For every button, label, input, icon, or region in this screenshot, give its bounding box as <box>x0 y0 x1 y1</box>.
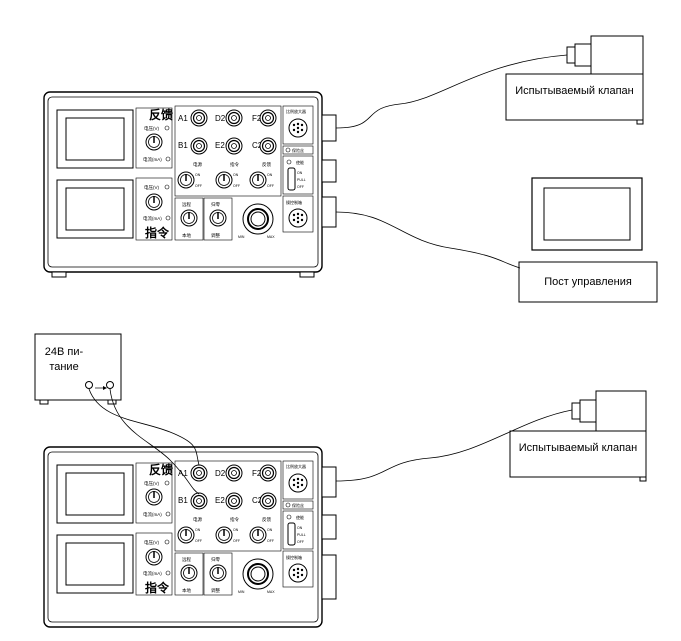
off-label-1: OFF <box>195 184 202 188</box>
port-f2-label: F2 <box>252 114 262 123</box>
device-top: 反馈 电压(V) 电流(mA) 电压(V) 电流(mA) 指令 A1 D2 F2… <box>43 91 337 278</box>
on-label-4: ON <box>297 171 303 175</box>
control-box-label: 操控制箱 <box>286 199 302 205</box>
power-supply-label: 24В пи-тание <box>44 346 84 373</box>
min-label-b: MIN <box>238 590 245 594</box>
on-label-2: ON <box>233 173 239 177</box>
current-label-1: 电流(mA) <box>143 156 162 163</box>
port-a1-label: A1 <box>178 114 188 123</box>
zero-label-b: 归零 <box>211 556 220 563</box>
off-label-b1: OFF <box>195 539 202 543</box>
off-label-b4: OFF <box>297 540 304 544</box>
port-c2-label-b: C2 <box>252 496 263 505</box>
port-b1-label-b: B1 <box>178 496 188 505</box>
power-label-b: 电源 <box>193 516 202 523</box>
fuse-label: 保险丝 <box>292 147 304 153</box>
fuse-label-b: 保险丝 <box>292 502 304 508</box>
command-small-label: 指令 <box>230 161 239 168</box>
off-label-b3: OFF <box>267 539 274 543</box>
enable-label-b: 使能 <box>296 514 304 520</box>
feedback-small-label-b: 反馈 <box>262 516 271 523</box>
on-label-3: ON <box>267 173 273 177</box>
port-e2-label-b: E2 <box>215 496 225 505</box>
device-bottom: 反馈 电压(V) 电流(mA) 电压(V) 电流(mA) 指令 A1 D2 F2… <box>43 446 337 628</box>
off-label-b2: OFF <box>233 539 240 543</box>
command-label: 指令 <box>145 225 170 240</box>
adjust-label: 调整 <box>211 232 220 239</box>
local-label-b: 本地 <box>182 587 191 594</box>
valve-label-bottom: Испытываемый клапан <box>518 442 638 454</box>
on-label-1: ON <box>195 173 201 177</box>
control-box-label-b: 操控制箱 <box>286 554 302 560</box>
feedback-small-label: 反馈 <box>262 161 271 168</box>
current-label-b2: 电流(mA) <box>143 570 162 577</box>
current-label-2: 电流(mA) <box>143 215 162 222</box>
port-e2-label: E2 <box>215 141 225 150</box>
amp-label-b: 比例放大器 <box>286 463 306 469</box>
max-label: MAX <box>267 235 275 239</box>
min-label: MIN <box>238 235 245 239</box>
port-f2-label-b: F2 <box>252 469 262 478</box>
max-label-b: MAX <box>267 590 275 594</box>
port-c2-label: C2 <box>252 141 263 150</box>
voltage-label-b1: 电压(V) <box>144 480 159 487</box>
local-label: 本地 <box>182 232 191 239</box>
valve-bottom <box>509 390 647 482</box>
pull-label: PULL <box>297 178 306 182</box>
panel-label-top: Пост управления <box>544 276 632 288</box>
valve-top <box>505 35 644 125</box>
valve-label-top: Испытываемый клапан <box>515 85 634 97</box>
amp-label: 比例放大器 <box>286 108 306 114</box>
port-d2-label-b: D2 <box>215 469 226 478</box>
off-label-2: OFF <box>233 184 240 188</box>
current-label-b1: 电流(mA) <box>143 511 162 518</box>
voltage-label-b2: 电压(V) <box>144 539 159 546</box>
off-label-3: OFF <box>267 184 274 188</box>
voltage-label-1: 电压(V) <box>144 125 159 132</box>
command-label-b: 指令 <box>145 580 170 595</box>
port-d2-label: D2 <box>215 114 226 123</box>
enable-label: 使能 <box>296 159 304 165</box>
feedback-label-b: 反馈 <box>149 462 173 477</box>
voltage-label-2: 电压(V) <box>144 184 159 191</box>
port-b1-label: B1 <box>178 141 188 150</box>
zero-label: 归零 <box>211 201 220 208</box>
pull-label-b: PULL <box>297 533 306 537</box>
port-a1-label-b: A1 <box>178 469 188 478</box>
feedback-label: 反馈 <box>149 107 173 122</box>
command-small-label-b: 指令 <box>230 516 239 523</box>
on-label-b4: ON <box>297 526 303 530</box>
off-label-4: OFF <box>297 185 304 189</box>
on-label-b1: ON <box>195 528 201 532</box>
on-label-b2: ON <box>233 528 239 532</box>
control-panel-top <box>518 177 658 303</box>
adjust-label-b: 调整 <box>211 587 220 594</box>
remote-label: 远程 <box>182 201 191 208</box>
power-supply <box>34 333 122 405</box>
on-label-b3: ON <box>267 528 273 532</box>
remote-label-b: 远程 <box>182 556 191 563</box>
power-label: 电源 <box>193 161 202 168</box>
